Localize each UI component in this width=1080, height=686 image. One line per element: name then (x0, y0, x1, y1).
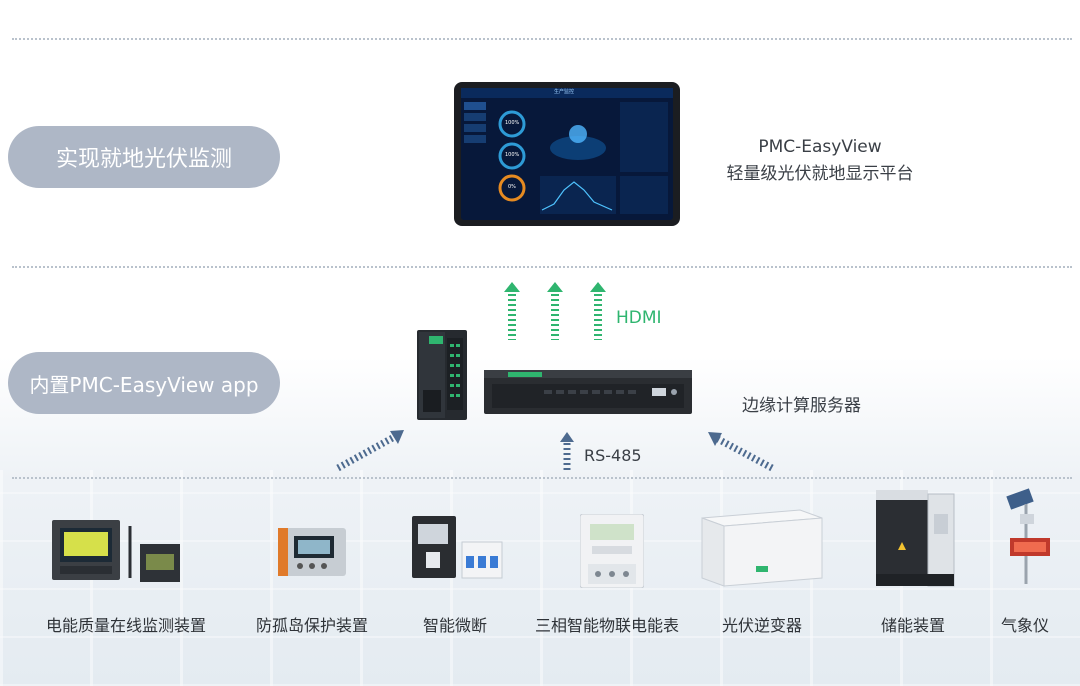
divider-bottom (12, 477, 1072, 479)
display-screen-icon (454, 82, 680, 226)
divider-middle (12, 266, 1072, 268)
screen-header: 生产监控 (554, 88, 574, 95)
platform-subtitle: 轻量级光伏就地显示平台 (690, 159, 950, 184)
gauge-value-2: 100% (505, 152, 519, 158)
smart-breaker-icon (412, 516, 504, 580)
energy-storage-icon (876, 490, 956, 590)
device-label-inverter: 光伏逆变器 (712, 612, 812, 636)
anti-islanding-protector-icon (278, 528, 346, 576)
platform-title: PMC-EasyView (690, 137, 950, 157)
section-pill-monitoring: 实现就地光伏监测 (8, 126, 280, 188)
device-label-power-quality: 电能质量在线监测装置 (32, 612, 220, 636)
device-label-smart-breaker: 智能微断 (412, 612, 498, 636)
device-label-anti-islanding: 防孤岛保护装置 (244, 612, 380, 636)
gauge-value-1: 100% (505, 120, 519, 126)
hdmi-arrows-icon (500, 280, 610, 342)
pill-label: 实现就地光伏监测 (56, 141, 232, 173)
power-quality-monitor-icon (52, 518, 182, 584)
hdmi-label: HDMI (616, 308, 662, 328)
weather-station-icon (1002, 486, 1052, 586)
server-label: 边缘计算服务器 (742, 391, 861, 416)
three-phase-meter-icon (580, 514, 644, 588)
section-pill-app: 内置PMC-EasyView app (8, 352, 280, 414)
device-label-storage: 储能装置 (872, 612, 954, 636)
gateway-device-icon (417, 330, 467, 420)
device-label-meter: 三相智能物联电能表 (520, 612, 694, 636)
pv-inverter-icon (700, 508, 824, 588)
divider-top (12, 38, 1072, 40)
rs485-label: RS-485 (584, 446, 642, 465)
device-label-weather: 气象仪 (990, 612, 1060, 636)
pill-label: 内置PMC-EasyView app (29, 369, 258, 398)
gauge-value-3: 0% (508, 184, 516, 190)
rs485-arrows-icon (332, 424, 782, 474)
display-screen: 生产监控 100% 100% 0% (454, 82, 680, 226)
rack-server-icon (484, 370, 692, 414)
